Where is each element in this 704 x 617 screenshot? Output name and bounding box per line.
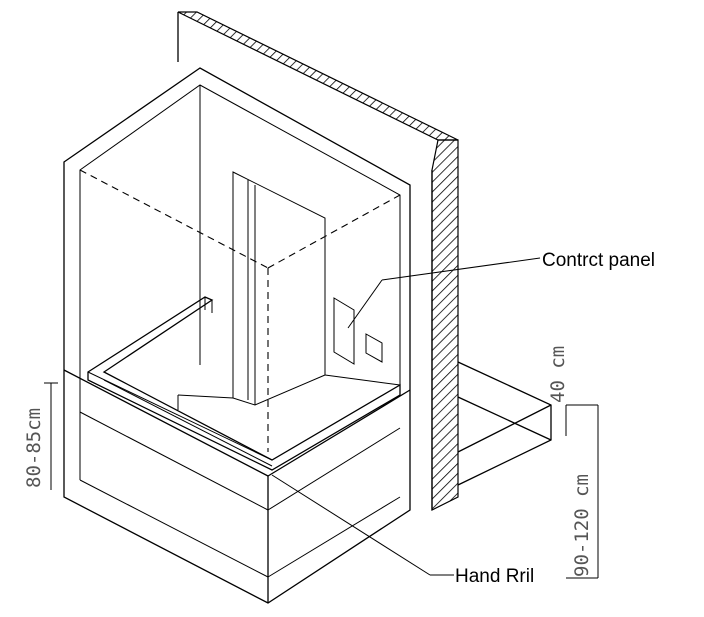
leader-lines xyxy=(271,257,541,576)
door-opening xyxy=(232,171,326,406)
control-panel-label: Contrct panel xyxy=(542,250,655,271)
panel-height-dimension: 90-120 cm xyxy=(571,474,593,577)
cabin-outline xyxy=(79,84,401,578)
cabin-floor xyxy=(177,374,401,410)
hatched-wall xyxy=(177,11,459,511)
shaft-frame xyxy=(63,67,411,604)
rail-height-dimension: 80-85cm xyxy=(23,408,45,488)
hand-rail-label: Hand Rril xyxy=(455,566,534,587)
dimension-rail-height xyxy=(44,382,58,490)
dimension-panel-height xyxy=(565,404,599,579)
control-panel xyxy=(333,297,383,365)
landing-floor xyxy=(457,361,552,486)
panel-offset-dimension: 40 cm xyxy=(547,346,569,403)
hand-rail xyxy=(87,296,401,471)
hidden-edges xyxy=(79,169,401,452)
